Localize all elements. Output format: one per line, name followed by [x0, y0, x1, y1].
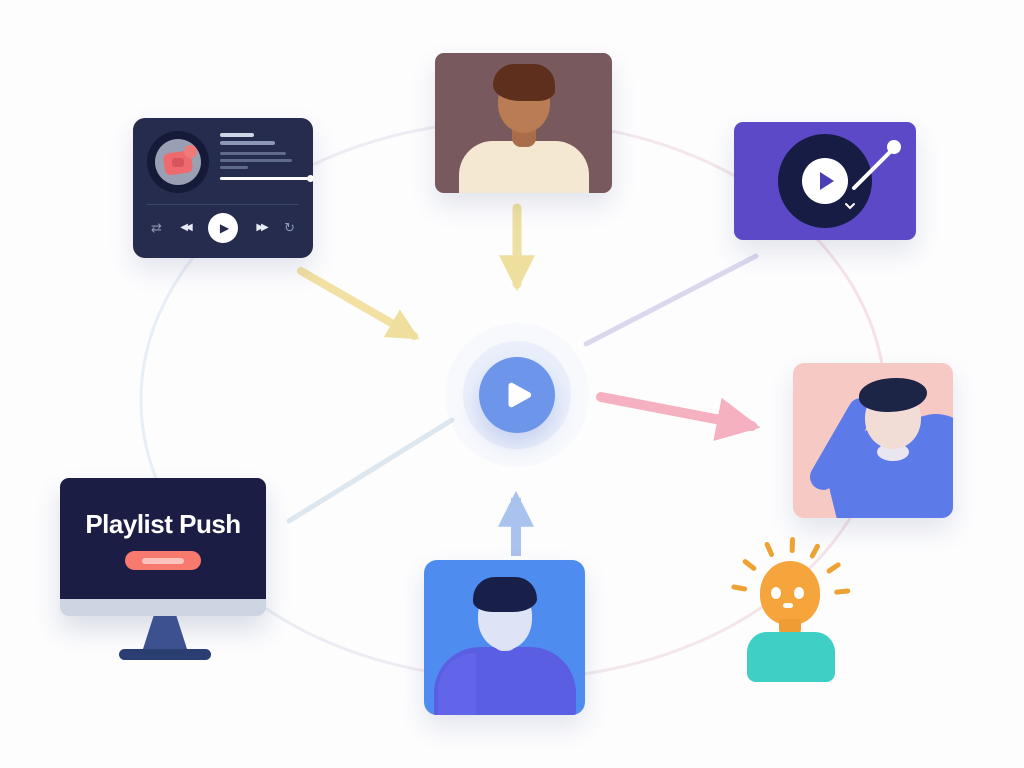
idea-ray — [833, 588, 851, 595]
monitor-screen-frame: Playlist Push — [60, 478, 266, 616]
song-text-line — [220, 166, 248, 169]
album-art-shape — [184, 145, 197, 158]
song-text-line — [220, 152, 286, 155]
idea-ray — [789, 536, 796, 554]
eye — [794, 587, 804, 599]
monitor-stand — [143, 616, 187, 649]
vinyl-disc — [778, 134, 872, 228]
seek-bar-knob[interactable] — [307, 175, 313, 182]
vinyl-card — [734, 122, 916, 240]
idea-ray — [741, 558, 758, 572]
listener-card-bottom — [424, 560, 585, 715]
person-hair — [472, 577, 537, 612]
person-shirt — [433, 647, 576, 715]
arrow-center-to-right — [596, 392, 761, 441]
person-hair — [859, 378, 927, 412]
cta-button[interactable] — [125, 551, 201, 570]
album-art — [147, 131, 209, 193]
idea-ray — [825, 561, 842, 575]
mouth — [783, 603, 793, 608]
listener-card-right — [793, 363, 953, 518]
song-artist-line — [220, 141, 275, 145]
shuffle-icon[interactable]: ⇄ — [151, 220, 162, 236]
idea-person — [728, 536, 852, 685]
play-icon[interactable]: ▶ — [207, 213, 238, 243]
fast-forward-icon[interactable]: ▶▶ — [256, 222, 269, 233]
seek-bar-fill — [220, 177, 309, 180]
connector-monitor-to-center — [286, 417, 455, 524]
eye — [771, 587, 781, 599]
person-shirt — [458, 141, 589, 193]
arrow-player-to-center — [297, 267, 420, 340]
song-title-line — [220, 133, 254, 137]
idea-ray — [730, 584, 748, 592]
now-playing-section — [147, 131, 313, 193]
album-art-shape — [172, 158, 184, 167]
playback-controls: ⇄ ◀◀ ▶ ▶▶ ↻ — [147, 213, 299, 243]
album-art-inner — [155, 139, 201, 185]
listener-card-top — [435, 53, 612, 193]
idea-ray — [808, 542, 821, 560]
song-text-line — [220, 159, 292, 162]
repeat-icon[interactable]: ↻ — [284, 220, 295, 236]
song-metadata — [220, 131, 313, 193]
seek-bar[interactable] — [220, 175, 313, 182]
monitor-screen: Playlist Push — [60, 478, 266, 599]
divider — [147, 204, 299, 205]
cta-button-text-bar — [142, 557, 184, 564]
page-title: Playlist Push — [85, 509, 241, 539]
person-hair — [492, 64, 555, 101]
idea-person-torso — [747, 632, 835, 682]
play-icon — [508, 382, 532, 408]
playlist-push-monitor: Playlist Push — [60, 478, 270, 660]
idea-person-head — [760, 561, 820, 625]
monitor-base — [119, 649, 211, 660]
rewind-icon[interactable]: ◀◀ — [180, 222, 193, 233]
monitor-bezel — [60, 599, 266, 616]
connector-vinyl-to-center — [583, 253, 759, 347]
music-player-card: ⇄ ◀◀ ▶ ▶▶ ↻ — [133, 118, 313, 258]
vinyl-play-button[interactable] — [802, 158, 848, 204]
tonearm — [845, 140, 901, 210]
center-play-button[interactable] — [479, 357, 555, 433]
play-icon — [820, 172, 834, 190]
